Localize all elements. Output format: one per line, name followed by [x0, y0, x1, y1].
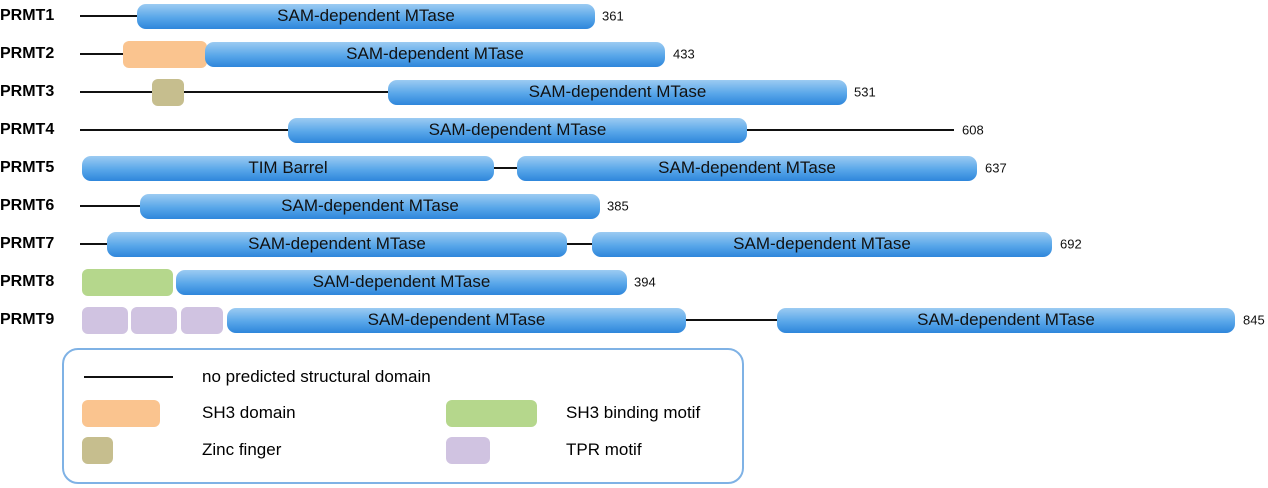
- legend-label-tpr: TPR motif: [566, 440, 642, 459]
- backbone-line: [80, 205, 141, 207]
- domain-sh3-box: [123, 40, 207, 68]
- legend-swatch-sh3: [82, 399, 160, 427]
- legend-swatch-line: [84, 376, 173, 378]
- domain-mtase-box: SAM-dependent MTase: [517, 155, 977, 181]
- backbone-line: [80, 129, 289, 131]
- backbone-line: [494, 167, 518, 169]
- protein-length-value: 531: [854, 84, 876, 100]
- protein-length-value: 433: [673, 46, 695, 62]
- legend-label-sh3b: SH3 binding motif: [566, 403, 701, 422]
- legend-label-line: no predicted structural domain: [202, 367, 431, 386]
- backbone-line: [747, 129, 954, 131]
- backbone-line: [80, 91, 153, 93]
- protein-label-prmt9: PRMT9: [0, 311, 55, 328]
- domain-tpr-box: [82, 306, 128, 334]
- legend-label-zinc: Zinc finger: [202, 440, 282, 459]
- domain-zinc-box: [152, 78, 184, 106]
- domain-mtase-box: TIM Barrel: [82, 155, 494, 181]
- domain-mtase-box: SAM-dependent MTase: [205, 41, 665, 67]
- legend-swatch-sh3b: [446, 399, 537, 427]
- protein-length-value: 394: [634, 274, 656, 290]
- protein-label-prmt6: PRMT6: [0, 197, 55, 214]
- domain-mtase-box: SAM-dependent MTase: [227, 307, 686, 333]
- backbone-line: [80, 243, 108, 245]
- protein-label-prmt5: PRMT5: [0, 159, 55, 176]
- protein-label-prmt8: PRMT8: [0, 273, 55, 290]
- backbone-line: [80, 53, 124, 55]
- protein-length-value: 845: [1243, 312, 1265, 328]
- domain-mtase-box: SAM-dependent MTase: [592, 231, 1052, 257]
- legend-label-sh3: SH3 domain: [202, 403, 296, 422]
- protein-label-prmt2: PRMT2: [0, 45, 55, 62]
- protein-length-value: 692: [1060, 236, 1082, 252]
- backbone-line: [567, 243, 593, 245]
- backbone-line: [184, 91, 389, 93]
- domain-mtase-box: SAM-dependent MTase: [176, 269, 627, 295]
- backbone-line: [80, 15, 138, 17]
- domain-mtase-box: SAM-dependent MTase: [107, 231, 567, 257]
- domain-mtase-box: SAM-dependent MTase: [140, 193, 600, 219]
- backbone-line: [686, 319, 778, 321]
- domain-sh3b-box: [82, 268, 173, 296]
- legend-box: [62, 348, 744, 484]
- protein-length-value: 637: [985, 160, 1007, 176]
- protein-length-value: 608: [962, 122, 984, 138]
- domain-mtase-box: SAM-dependent MTase: [777, 307, 1235, 333]
- protein-label-prmt3: PRMT3: [0, 83, 55, 100]
- domain-tpr-box: [181, 306, 223, 334]
- protein-length-value: 361: [602, 8, 624, 24]
- protein-label-prmt1: PRMT1: [0, 7, 55, 24]
- domain-mtase-box: SAM-dependent MTase: [137, 3, 595, 29]
- legend-swatch-zinc: [82, 436, 113, 464]
- protein-label-prmt4: PRMT4: [0, 121, 55, 138]
- protein-label-prmt7: PRMT7: [0, 235, 55, 252]
- domain-tpr-box: [131, 306, 177, 334]
- protein-length-value: 385: [607, 198, 629, 214]
- domain-mtase-box: SAM-dependent MTase: [388, 79, 847, 105]
- domain-mtase-box: SAM-dependent MTase: [288, 117, 747, 143]
- legend-swatch-tpr: [446, 436, 490, 464]
